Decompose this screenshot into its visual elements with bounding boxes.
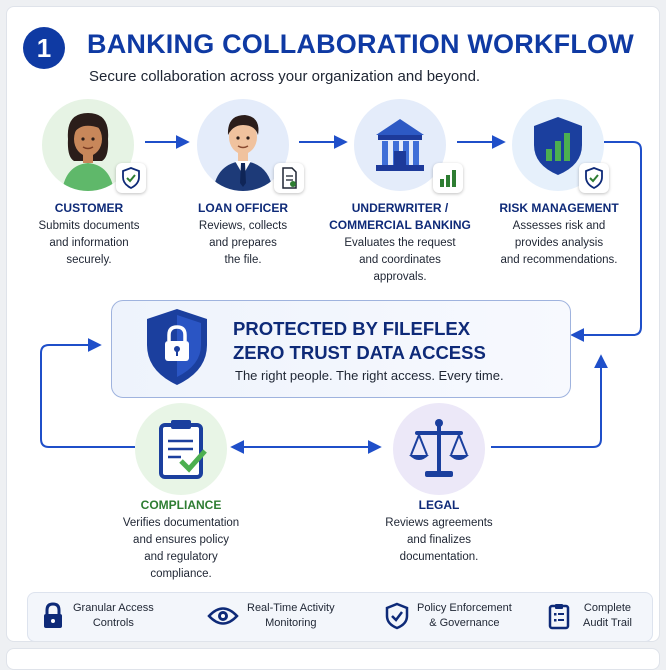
role-title-legal: LEGAL [418, 498, 460, 512]
next-card-edge [6, 648, 660, 670]
loan-document-badge [274, 163, 304, 193]
bar-chart-icon [440, 170, 456, 187]
loan-officer-avatar [197, 99, 289, 191]
role-title-compliance: COMPLIANCE [140, 498, 222, 512]
clipboard-list-icon [548, 604, 570, 630]
feature-label: Policy Enforcement& Governance [417, 602, 512, 629]
shield-check-icon [122, 167, 140, 189]
feature-policy-enforcement: Policy Enforcement& Governance [381, 597, 512, 635]
legal-scales-icon [393, 403, 485, 495]
eye-icon [207, 607, 239, 625]
risk-check-badge [579, 163, 609, 193]
document-icon [282, 167, 297, 189]
arrow-legal-to-center [491, 354, 608, 448]
page-title: BANKING COLLABORATION WORKFLOW [87, 29, 634, 59]
page-subtitle: Secure collaboration across your organiz… [89, 68, 481, 85]
workflow-card: 1 BANKING COLLABORATION WORKFLOW Secure … [6, 6, 660, 642]
role-title-customer: CUSTOMER [54, 201, 124, 215]
step-number-badge: 1 [23, 27, 65, 69]
customer-avatar [42, 99, 134, 191]
features-bar [27, 592, 653, 641]
shield-check-icon [585, 167, 603, 189]
bar-chart-badge [433, 163, 463, 193]
role-title-underwriter: UNDERWRITER /COMMERCIAL BANKING [329, 201, 471, 232]
compliance-clipboard-icon [135, 403, 227, 495]
role-title-risk-management: RISK MANAGEMENT [499, 201, 619, 215]
customer-shield-badge [116, 163, 146, 193]
zero-trust-tagline: The right people. The right access. Ever… [235, 368, 504, 383]
shield-check-icon [385, 602, 409, 630]
bank-building-icon [354, 99, 446, 191]
workflow-arrows [40, 135, 642, 454]
arrow-compliance-to-center [40, 338, 135, 448]
lock-shield-icon [147, 309, 207, 385]
lock-icon [44, 602, 62, 628]
role-title-loan-officer: LOAN OFFICER [198, 201, 288, 215]
zero-trust-title: PROTECTED BY FILEFLEX ZERO TRUST DATA AC… [233, 318, 486, 363]
arrow-risk-to-center [570, 141, 642, 342]
